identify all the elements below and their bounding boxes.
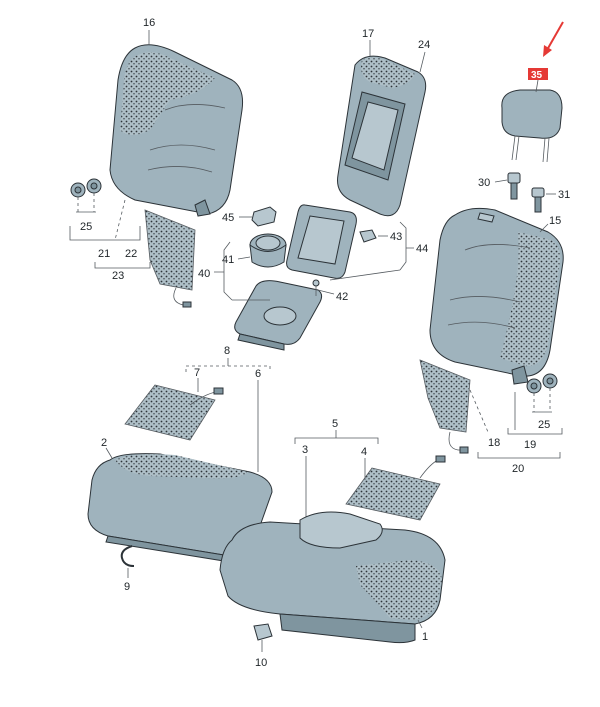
seat-cushion-left: 2 xyxy=(87,437,273,563)
svg-text:40: 40 xyxy=(198,268,210,280)
bracket-40: 40 xyxy=(198,241,270,301)
svg-text:9: 9 xyxy=(124,581,130,593)
backrest-right xyxy=(429,207,564,385)
svg-text:42: 42 xyxy=(336,291,348,303)
heater-mat-4: 4 xyxy=(345,446,446,521)
bracket-5: 5 xyxy=(294,418,379,444)
armrest-base xyxy=(234,280,323,351)
clip-45: 45 xyxy=(222,206,277,227)
heater-mat-left xyxy=(144,209,196,308)
svg-text:21: 21 xyxy=(98,248,110,260)
clip-9: 9 xyxy=(120,545,135,593)
label-3: 3 xyxy=(302,444,308,520)
center-backrest xyxy=(337,55,427,217)
part-10: 10 xyxy=(253,623,273,669)
bracket-18-19-20: 18 19 20 xyxy=(469,389,563,475)
svg-text:18: 18 xyxy=(488,437,500,449)
seat-cushion-right: 1 xyxy=(219,511,446,644)
label-6: 6 xyxy=(255,368,261,472)
armrest-lid xyxy=(286,204,357,279)
svg-text:41: 41 xyxy=(222,254,234,266)
svg-text:44: 44 xyxy=(416,243,428,255)
svg-text:35: 35 xyxy=(531,70,543,81)
svg-text:2: 2 xyxy=(101,437,107,449)
bracket-44: 44 xyxy=(329,221,428,281)
bracket-8: 8 xyxy=(185,345,271,372)
svg-text:5: 5 xyxy=(332,418,338,430)
clips-25-left: 25 xyxy=(70,178,102,233)
svg-text:24: 24 xyxy=(418,39,430,51)
svg-text:7: 7 xyxy=(194,367,200,379)
backrest-left xyxy=(109,44,243,217)
svg-text:31: 31 xyxy=(558,189,570,201)
svg-text:17: 17 xyxy=(362,28,374,40)
guide-31: 31 xyxy=(531,187,570,213)
label-35: 35 xyxy=(528,68,548,93)
label-16: 16 xyxy=(143,17,155,45)
svg-text:15: 15 xyxy=(549,215,561,227)
svg-text:30: 30 xyxy=(478,177,490,189)
label-15: 15 xyxy=(539,215,561,233)
svg-text:22: 22 xyxy=(125,248,137,260)
clips-25-right: 25 xyxy=(526,373,558,431)
svg-text:45: 45 xyxy=(222,212,234,224)
svg-text:25: 25 xyxy=(538,419,550,431)
label-17: 17 xyxy=(362,28,374,56)
svg-text:25: 25 xyxy=(80,221,92,233)
svg-text:6: 6 xyxy=(255,368,261,380)
svg-text:19: 19 xyxy=(524,439,536,451)
svg-text:16: 16 xyxy=(143,17,155,29)
svg-text:43: 43 xyxy=(390,231,402,243)
headrest xyxy=(501,89,563,163)
svg-text:1: 1 xyxy=(422,631,428,643)
arrow-indicator xyxy=(543,21,564,57)
svg-text:20: 20 xyxy=(512,463,524,475)
svg-text:8: 8 xyxy=(224,345,230,357)
screw-42: 42 xyxy=(312,279,348,303)
part-43: 43 xyxy=(359,229,402,243)
bracket-21-22-23: 21 22 23 xyxy=(69,199,151,282)
svg-text:10: 10 xyxy=(255,657,267,669)
guide-30: 30 xyxy=(478,172,521,200)
label-24: 24 xyxy=(418,39,430,73)
svg-text:23: 23 xyxy=(112,270,124,282)
heater-mat-right xyxy=(419,359,471,454)
heater-mat-7: 7 xyxy=(124,367,224,441)
cup-holder-41: 41 xyxy=(222,233,287,268)
svg-text:3: 3 xyxy=(302,444,308,456)
svg-text:4: 4 xyxy=(361,446,367,458)
